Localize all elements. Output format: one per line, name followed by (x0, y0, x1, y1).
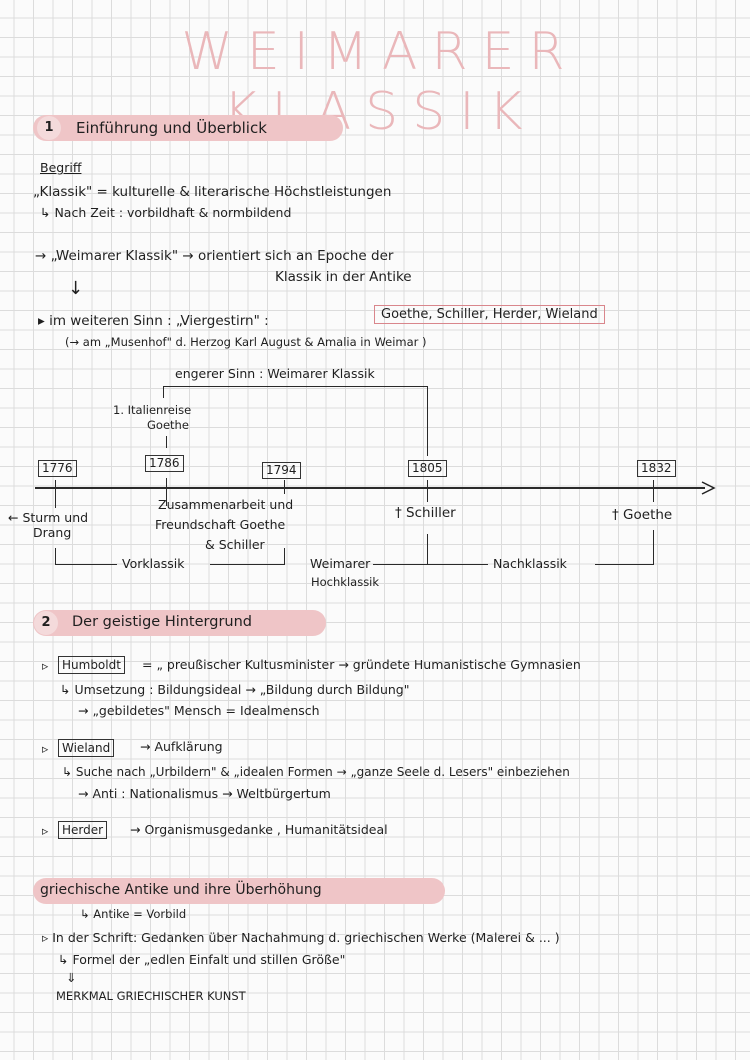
zusammenarbeit-2: Freundschaft Goethe (155, 517, 286, 532)
bracket-top (163, 386, 428, 388)
section1-number: 1 (37, 116, 61, 140)
zusammenarbeit-3: & Schiller (205, 537, 265, 552)
zusammenarbeit-1: Zusammenarbeit und (158, 497, 294, 512)
goethe-death: † Goethe (612, 507, 673, 523)
herder-line1: → Organismusgedanke , Humanitätsideal (130, 822, 388, 837)
wieland-box: Wieland (58, 739, 115, 757)
tick-1786 (166, 478, 168, 506)
formel-line: ↳ Formel der „edlen Einfalt und stillen … (58, 952, 346, 967)
section3-highlight (33, 878, 445, 904)
musenhof-note: (→ am „Musenhof" d. Herzog Karl August &… (65, 335, 427, 349)
nach-right (653, 530, 655, 565)
bracket-right (427, 386, 429, 456)
vorklassik-left (55, 548, 57, 564)
year-1805: 1805 (408, 460, 447, 477)
klassik-definition: „Klassik" = kulturelle & literarische Hö… (33, 184, 392, 200)
wieland-line2: ↳ Suche nach „Urbildern" & „idealen Form… (62, 765, 570, 779)
italienreise-goethe: Goethe (147, 418, 189, 432)
vorklassik-line-b (210, 564, 285, 566)
italien-tick (166, 436, 168, 448)
humboldt-line3: → „gebildetes" Mensch = Idealmensch (78, 703, 320, 718)
merkmal-label: MERKMAL GRIECHISCHER KUNST (56, 989, 246, 1003)
vorklassik-label: Vorklassik (122, 556, 185, 571)
tick-1776 (55, 480, 57, 508)
sturm-und-drang-1: ← Sturm und (8, 510, 89, 525)
weimarer-klassik-line1: → „Weimarer Klassik" → orientiert sich a… (35, 248, 394, 264)
zeit-definition: ↳ Nach Zeit : vorbildhaft & normbildend (40, 205, 292, 220)
section1-heading: Einführung und Überblick (76, 119, 267, 137)
section1-highlight (33, 115, 343, 141)
hochklassik-label-2: Hochklassik (311, 575, 380, 589)
year-1794: 1794 (262, 462, 301, 479)
arrow-down-icon: ↓ (68, 278, 84, 299)
engerer-sinn: engerer Sinn : Weimarer Klassik (175, 366, 375, 381)
year-1832: 1832 (637, 460, 676, 477)
hoch-right (427, 534, 429, 565)
bullet-humboldt-icon: ▹ (42, 658, 49, 673)
sturm-und-drang-2: Drang (33, 525, 72, 540)
humboldt-line1: = „ preußischer Kultusminister → gründet… (142, 657, 581, 672)
antike-vorbild: ↳ Antike = Vorbild (80, 907, 187, 921)
nach-line-a (428, 564, 488, 566)
hochklassik-label-1: Weimarer (310, 556, 371, 571)
hoch-left (284, 548, 286, 565)
herder-box: Herder (58, 821, 108, 839)
wieland-line1: → Aufklärung (140, 739, 223, 754)
tick-1794 (284, 480, 286, 494)
nach-line-b (595, 564, 653, 566)
weiterer-sinn: ▸ im weiteren Sinn : „Viergestirn" : (38, 313, 269, 329)
year-1786: 1786 (145, 455, 184, 472)
bracket-left (163, 386, 165, 398)
italienreise-label: 1. Italienreise (113, 403, 192, 417)
tick-1805 (427, 480, 429, 502)
section3-heading: griechische Antike und ihre Überhöhung (40, 882, 322, 898)
tick-1832 (653, 480, 655, 502)
wieland-line3: → Anti : Nationalismus → Weltbürgertum (78, 786, 331, 801)
viergestirn-box: Goethe, Schiller, Herder, Wieland (374, 305, 605, 324)
year-1776: 1776 (38, 460, 77, 477)
double-arrow-down-icon: ⇓ (66, 970, 77, 985)
section2-highlight (33, 610, 326, 636)
schiller-death: † Schiller (395, 505, 456, 521)
timeline-arrowhead-icon (701, 481, 716, 495)
section2-heading: Der geistige Hintergrund (72, 614, 252, 630)
schrift-line: ▹ In der Schrift: Gedanken über Nachahmu… (42, 930, 560, 945)
bullet-wieland-icon: ▹ (42, 741, 49, 756)
vorklassik-line-a (55, 564, 117, 566)
timeline-axis (35, 487, 705, 489)
humboldt-line2: ↳ Umsetzung : Bildungsideal → „Bildung d… (60, 682, 410, 697)
section2-number: 2 (34, 611, 58, 635)
weimarer-klassik-line2: Klassik in der Antike (275, 269, 412, 285)
humboldt-box: Humboldt (58, 656, 125, 674)
page-title: WEIMARER KLASSIK (181, 22, 579, 142)
bullet-herder-icon: ▹ (42, 823, 49, 838)
nachklassik-label: Nachklassik (493, 556, 567, 571)
begriff-label: Begriff (40, 160, 82, 175)
hoch-line (373, 564, 428, 566)
